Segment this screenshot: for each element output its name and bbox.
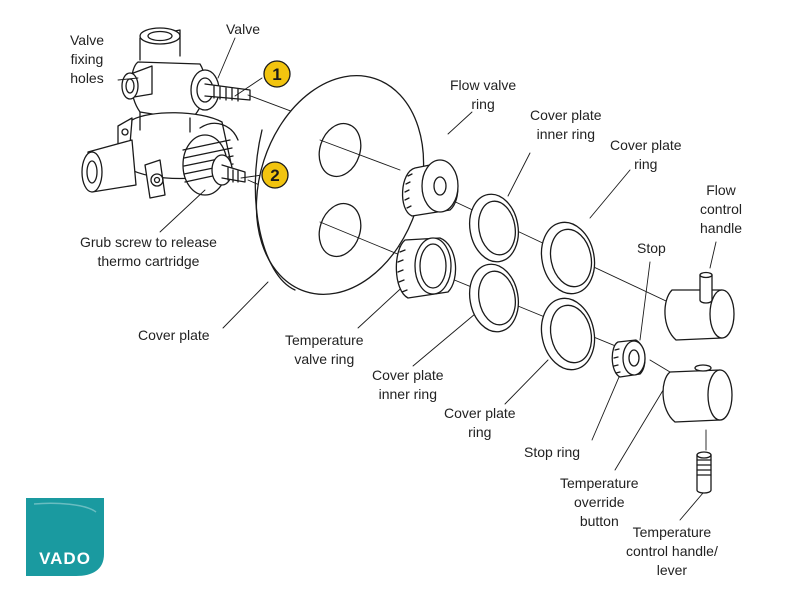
cover-plate-inner-ring-top (468, 193, 520, 263)
cover-plate-ring-bottom (540, 297, 596, 371)
label-temperature-valve-ring: Temperature valve ring (285, 332, 364, 367)
label-stop: Stop (637, 240, 666, 256)
label-flow-control-handle: Flow control handle (700, 182, 743, 236)
label-grub-screw: Grub screw to release thermo cartridge (80, 234, 217, 269)
label-cover-plate-inner-ring-bottom: Cover plate inner ring (372, 367, 444, 402)
label-stop-ring: Stop ring (524, 444, 581, 460)
badge-2: 2 (261, 161, 289, 189)
vado-logo-text: VADO (39, 549, 91, 568)
temperature-control-handle (662, 364, 733, 451)
label-cover-plate-ring-bottom: Cover plate ring (444, 405, 516, 440)
label-flow-valve-ring: Flow valve ring (450, 77, 517, 112)
label-valve-fixing-holes: Valve fixing holes (70, 32, 104, 86)
valve-body (81, 27, 251, 199)
label-valve: Valve (226, 21, 260, 37)
cover-plate (254, 75, 425, 295)
badge-1: 1 (263, 60, 291, 88)
temperature-lever-pin (696, 451, 712, 494)
flow-control-handle (664, 271, 735, 341)
label-cover-plate-ring-top: Cover plate ring (610, 137, 682, 172)
label-cover-plate: Cover plate (138, 327, 210, 343)
label-cover-plate-inner-ring-top: Cover plate inner ring (530, 107, 602, 142)
badge-1-number: 1 (272, 65, 281, 84)
label-temperature-override-button: Temperature override button (560, 475, 639, 529)
cover-plate-ring-top (540, 221, 596, 295)
label-temperature-control-handle: Temperature control handle/ lever (626, 524, 718, 578)
vado-logo: VADO (26, 498, 104, 576)
stop (611, 339, 646, 378)
badge-2-number: 2 (270, 166, 279, 185)
flow-valve-ring (401, 159, 459, 217)
temperature-valve-ring (395, 237, 457, 299)
cover-plate-inner-ring-bottom (468, 263, 520, 333)
